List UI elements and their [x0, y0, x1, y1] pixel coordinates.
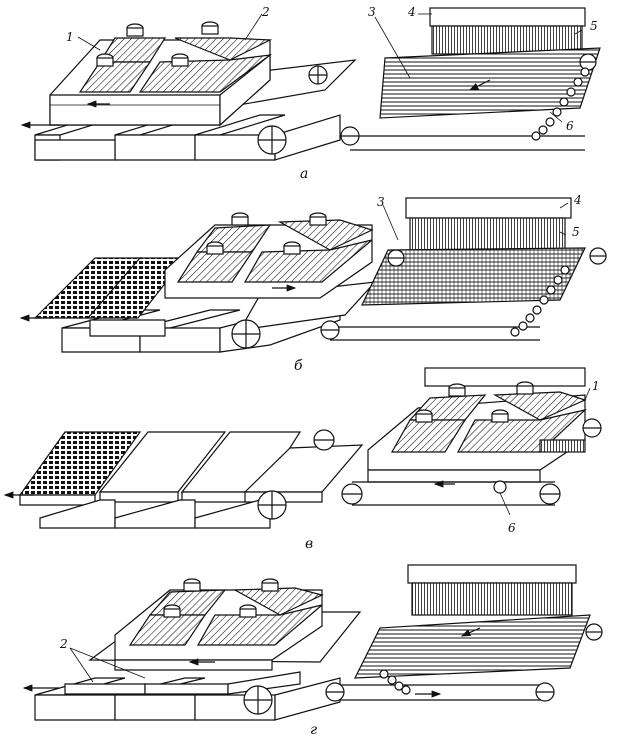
panel-letter-b: б: [294, 358, 303, 374]
callout-5-b: 5: [572, 225, 580, 239]
panel-b: 3 4 5 б: [19, 193, 607, 374]
callout-5-a: 5: [590, 19, 598, 33]
panel-a: 1 2 3 4 5 6 а: [20, 5, 601, 182]
grid-panel-c: [18, 431, 142, 506]
callout-3-a: 3: [368, 5, 376, 19]
callout-4-b: 4: [573, 193, 582, 207]
beam-a: [429, 7, 586, 27]
callout-1-c: 1: [592, 379, 600, 393]
drive-roller-c: [493, 480, 507, 494]
roller-chain-d: [379, 669, 411, 695]
panel-letter-c: в: [305, 536, 313, 552]
hood-block-c: [341, 367, 602, 506]
callout-lines-a: [77, 13, 583, 123]
callout-2-a: 2: [261, 5, 270, 19]
beam-c: [424, 367, 586, 387]
hood-block-b: [164, 212, 374, 299]
conveyor-rollers-a: [20, 65, 328, 155]
hood-block-d: [114, 578, 324, 671]
callout-lines-c: [499, 387, 591, 516]
roller-chain-a: [531, 67, 590, 141]
callout-3-b: 3: [377, 195, 385, 209]
beam-d: [407, 564, 577, 584]
callout-2-d: 2: [59, 637, 68, 651]
conveyor-rollers-d: [22, 684, 273, 715]
slabs-c: [39, 431, 364, 529]
hood-block-a: [49, 21, 273, 127]
callout-lines-b: [382, 202, 569, 241]
rod-frame-a: [379, 47, 601, 119]
panel-c: 1 6 в: [3, 367, 602, 552]
comb-unit-d: [325, 564, 603, 702]
rod-frame-d: [354, 614, 591, 679]
beam-b: [405, 197, 572, 219]
callout-6-a: 6: [566, 119, 574, 133]
panel-letter-d: г: [310, 722, 317, 738]
panel-d: 2 г: [22, 564, 603, 738]
callout-6-c: 6: [508, 521, 516, 535]
bristles-d: [411, 582, 573, 616]
comb-unit-b: [320, 197, 607, 341]
conveyor-rollers-b: [19, 284, 297, 349]
roller-chain-b: [510, 265, 570, 337]
callout-lines-d: [69, 647, 146, 683]
callout-4-a: 4: [407, 5, 416, 19]
rod-frame-b: [361, 247, 586, 306]
grid-panels-b: [33, 257, 187, 337]
callout-1-a: 1: [66, 30, 74, 44]
comb-unit-a: [340, 7, 601, 151]
panel-letter-a: а: [300, 166, 308, 182]
conveyor-rollers-c: [3, 429, 335, 520]
